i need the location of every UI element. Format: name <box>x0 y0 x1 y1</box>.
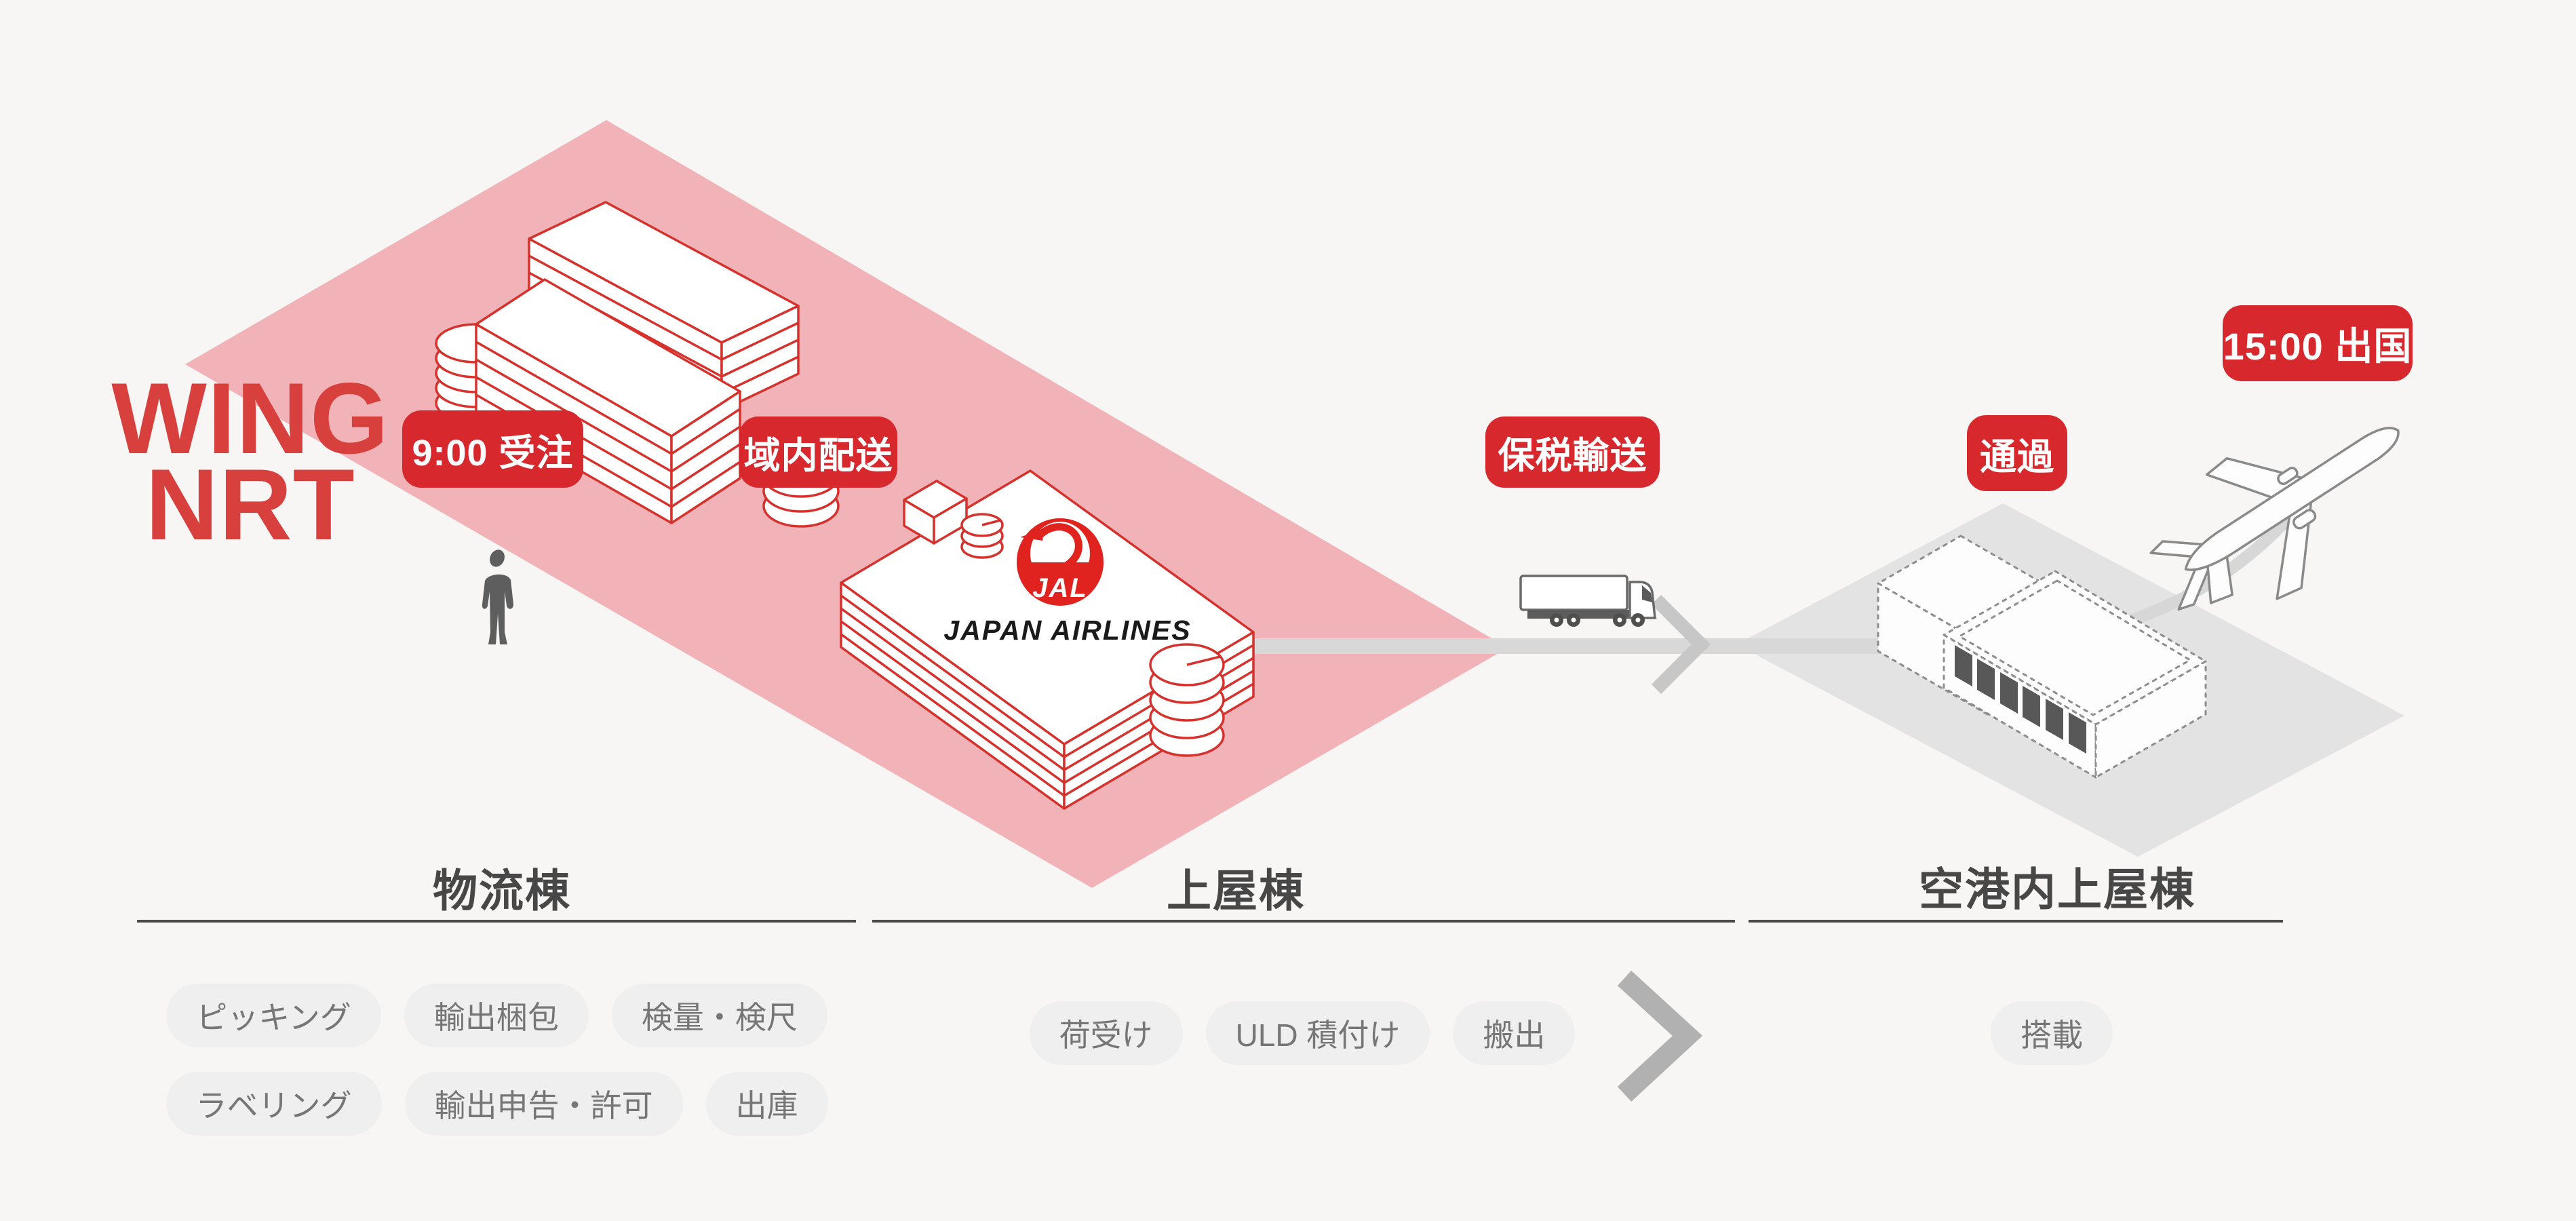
wing-nrt-line2: NRT <box>145 448 355 561</box>
badge-departure-time: 15:00 出国 <box>2223 305 2413 381</box>
badge-pass-through: 通過 <box>1967 415 2067 491</box>
process-tag-shipping-out: 出庫 <box>705 1072 828 1136</box>
jal-airline-name: JAPAN AIRLINES <box>943 615 1192 646</box>
logistics-tags-row2: ラベリング 輸出申告・許可 出庫 <box>136 1072 858 1136</box>
logistics-tags-row1: ピッキング 輸出梱包 検量・検尺 <box>136 984 858 1047</box>
warehouse-tags: 荷受け ULD 積付け 搬出 <box>950 1001 1655 1065</box>
person-icon <box>482 549 513 644</box>
section-underline <box>1749 920 2283 923</box>
section-underline <box>872 920 1735 923</box>
badge-local-delivery: 域内配送 <box>739 416 897 488</box>
spiral-ramp-icon <box>960 513 1004 559</box>
section-heading-warehouse: 上屋棟 <box>1167 866 1305 916</box>
truck-icon <box>1519 575 1657 627</box>
jal-roundel-icon <box>1017 518 1104 606</box>
road-arrow-icon <box>1651 594 1711 695</box>
airport-warehouse-icon <box>1877 535 2207 779</box>
process-tag-export-packing: 輸出梱包 <box>404 984 589 1047</box>
process-tag-labeling: ラベリング <box>165 1072 382 1136</box>
process-tag-uld-buildup: ULD 積付け <box>1205 1001 1430 1065</box>
process-tag-picking: ピッキング <box>166 984 381 1047</box>
spiral-ramp-icon <box>1149 643 1225 757</box>
jal-mark-text: JAL <box>1032 573 1088 603</box>
process-tag-export-declaration: 輸出申告・許可 <box>404 1072 683 1136</box>
wing-nrt-logo: WING NRT <box>111 362 390 561</box>
dock-doors-icon <box>1955 645 2086 754</box>
road <box>1255 638 1970 654</box>
flow-chevron-icon <box>1617 970 1703 1102</box>
jal-warehouse-icon <box>840 469 1255 810</box>
wing-nrt-line1: WING <box>111 362 389 475</box>
airport-tags: 搭載 <box>1848 1001 2255 1065</box>
section-heading-logistics: 物流棟 <box>433 866 571 916</box>
airplane-icon <box>2149 427 2400 611</box>
section-heading-airport-warehouse: 空港内上屋棟 <box>1919 864 2196 914</box>
section-underline <box>137 920 856 923</box>
process-tag-measuring: 検量・検尺 <box>611 984 827 1047</box>
process-tag-cargo-receipt: 荷受け <box>1029 1001 1183 1065</box>
badge-bonded-transport: 保税輸送 <box>1485 416 1660 488</box>
badge-order-time: 9:00 受注 <box>402 410 583 488</box>
process-tag-carry-out: 搬出 <box>1453 1001 1576 1065</box>
process-tag-loading: 搭載 <box>1991 1001 2113 1065</box>
